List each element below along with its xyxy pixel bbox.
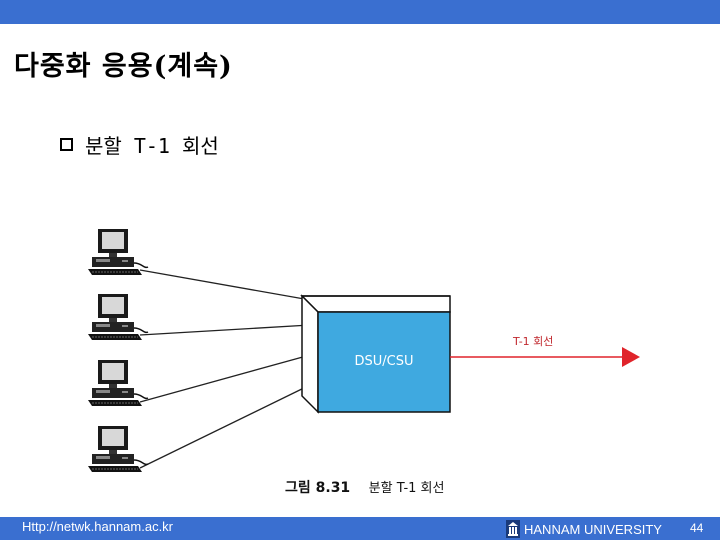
university-logo-icon (506, 520, 520, 538)
line-label: T-1 회선 (512, 335, 553, 348)
dsu-csu-device (300, 294, 451, 414)
bullet-item: 분할 T-1 회선 (60, 130, 219, 159)
caption-label: 그림 8.31 (285, 480, 351, 496)
link-line-2 (139, 324, 311, 336)
computer-icon (87, 293, 149, 341)
device-label: DSU/CSU (354, 354, 413, 369)
figure-caption: 그림 8.31 분할 T-1 회선 (285, 477, 444, 497)
computer-icon (87, 425, 149, 473)
link-line-1 (139, 269, 311, 301)
footer-bar (0, 517, 720, 540)
link-line-4 (139, 384, 311, 469)
caption-text: 분할 T-1 회선 (368, 481, 445, 496)
header-bar (0, 0, 720, 24)
computer-icon (87, 359, 149, 407)
link-line-3 (139, 354, 311, 403)
computer-icon (87, 228, 149, 276)
university-branding: HANNAM UNIVERSITY (506, 519, 662, 539)
slide-title: 다중화 응용(계속) (14, 51, 233, 82)
university-name: HANNAM UNIVERSITY (524, 521, 662, 537)
bullet-text: 분할 T-1 회선 (85, 134, 219, 158)
checkbox-bullet-icon (60, 138, 73, 151)
page-number: 44 (690, 521, 704, 535)
arrow-head-icon (622, 347, 640, 367)
footer-url[interactable]: Http://netwk.hannam.ac.kr (22, 519, 174, 534)
